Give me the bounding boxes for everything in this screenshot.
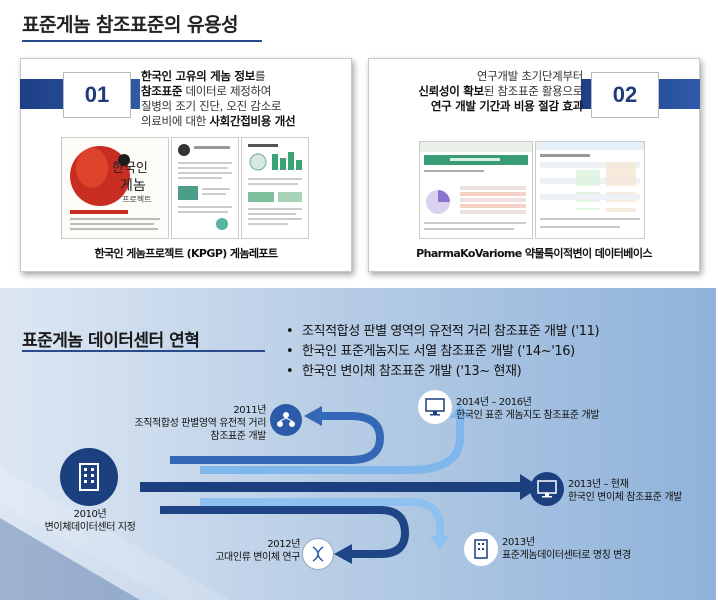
main-arrow-2013-present — [140, 482, 520, 492]
timeline-arrows — [0, 404, 540, 600]
arrow-2012 — [160, 506, 410, 558]
body-text: 데이터로 제정하여 — [182, 84, 272, 98]
highlight-text: 한국인 고유의 게놈 정보 — [141, 69, 255, 83]
svg-text:게놈: 게놈 — [120, 178, 146, 194]
section-title-history: 표준게놈 데이터센터 연혁 — [22, 331, 200, 351]
description-line: 한국인 고유의 게놈 정보를 — [141, 69, 346, 84]
bullet-dot: • — [286, 324, 294, 339]
description-line: 질병의 조기 진단, 오진 감소로 — [141, 99, 346, 114]
timeline-event-2012: 2012년 고대인류 변이체 연구 — [215, 539, 300, 563]
history-section-background — [0, 288, 716, 600]
description-line: 의료비에 대한 사회간접비용 개선 — [141, 114, 346, 129]
dna-icon — [302, 538, 334, 570]
body-text: 를 — [254, 69, 266, 83]
timeline-event-2013-present: 2013년 – 현재 한국인 변이체 참조표준 개발 — [568, 479, 682, 503]
report-chart-image — [248, 144, 302, 225]
svg-text:프로젝트: 프로젝트 — [122, 194, 151, 204]
number-badge: 01 — [63, 72, 131, 118]
highlight-text: 신뢰성이 확보 — [418, 84, 484, 98]
description-line: 연구개발 초기단계부터 — [377, 69, 583, 84]
description-line: 참조표준 데이터로 제정하여 — [141, 84, 346, 99]
report-chart-thumbnail — [241, 137, 309, 239]
report-page-thumbnail — [171, 137, 239, 239]
timeline-event-2011: 2011년 조직적합성 판별영역 유전적 거리 참조표준 개발 — [134, 405, 266, 442]
bullet-dot: • — [286, 364, 294, 379]
building-icon — [60, 448, 118, 506]
arrow-2011 — [170, 412, 385, 464]
number-badge: 02 — [591, 72, 659, 118]
section-title-usefulness: 표준게놈 참조표준의 유용성 — [22, 14, 239, 36]
timeline-event-2014-2016: 2014년 – 2016년 한국인 표준 게놈지도 참조표준 개발 — [456, 397, 600, 421]
body-text: 연구개발 초기단계부터 — [476, 69, 583, 83]
body-text: 의료비에 대한 — [141, 114, 210, 128]
card-caption: PharmaKoVariome 약물특이적변이 데이터베이스 — [416, 247, 652, 260]
body-text: 된 참조표준 활용으로 — [483, 84, 584, 98]
database-screenshot-1 — [419, 141, 533, 239]
monitor-icon — [418, 390, 452, 424]
timeline-event-2013-rename: 2013년 표준게놈데이터센터로 명칭 변경 — [502, 537, 631, 561]
description-line: 연구 개발 기간과 비용 절감 효과 — [377, 99, 583, 114]
database-screenshot-2 — [535, 141, 645, 239]
monitor-icon — [530, 472, 564, 506]
bullet-dot: • — [286, 344, 294, 359]
history-bullet: •한국인 표준게놈지도 서열 참조표준 개발 ('14~'16) — [286, 344, 575, 359]
arrow-2014-2016 — [200, 416, 464, 474]
history-bullet: •한국인 변이체 참조표준 개발 ('13~ 현재) — [286, 364, 522, 379]
timeline-origin-label: 2010년 변이체데이터센터 지정 — [44, 509, 136, 533]
title-underline — [22, 350, 265, 352]
highlight-text: 사회간접비용 개선 — [209, 114, 296, 128]
description-line: 신뢰성이 확보된 참조표준 활용으로 — [377, 84, 583, 99]
arrow-2013-rename — [200, 498, 444, 538]
highlight-text: 참조표준 — [141, 84, 183, 98]
database-table-image — [536, 142, 644, 228]
report-cover-thumbnail: 한국인 게놈 프로젝트 — [61, 137, 169, 239]
building-icon — [464, 532, 498, 566]
people-icon — [270, 404, 302, 436]
body-text: 질병의 조기 진단, 오진 감소로 — [141, 99, 282, 113]
database-web-image — [420, 142, 532, 230]
title-underline — [22, 40, 262, 42]
svg-text:한국인: 한국인 — [112, 161, 148, 176]
highlight-text: 연구 개발 기간과 비용 절감 효과 — [430, 99, 583, 113]
report-page-image — [178, 144, 232, 230]
card-caption: 한국인 게놈프로젝트 (KPGP) 게놈레포트 — [94, 247, 278, 260]
history-bullet: •조직적합성 판별 영역의 유전적 거리 참조표준 개발 ('11) — [286, 324, 600, 339]
report-cover-image: 한국인 게놈 프로젝트 — [70, 146, 160, 230]
